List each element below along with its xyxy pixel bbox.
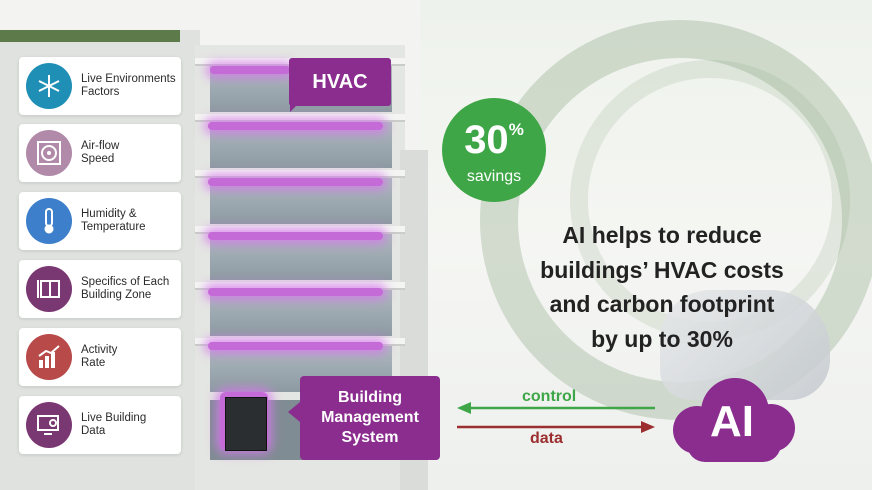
bms-tag: Building Management System [300, 376, 440, 460]
savings-value-row: 30% [442, 120, 546, 160]
window-4 [210, 234, 392, 280]
data-label: data [530, 430, 563, 447]
factor-card-environment: Live Environments Factors [19, 57, 181, 115]
savings-label: savings [466, 168, 522, 185]
factor-card-airflow: Air-flow Speed [19, 124, 181, 182]
control-label: control [522, 388, 577, 405]
factor-card-activity: Activity Rate [19, 328, 181, 386]
factor-label: Live Building Data [81, 412, 147, 437]
window-5 [210, 290, 392, 336]
headline: AI helps to reduce buildings’ HVAC costs… [540, 222, 784, 352]
hvac-tag: HVAC [289, 58, 391, 106]
hvac-duct-3 [208, 178, 383, 186]
savings-badge: 30% savings [442, 98, 546, 202]
bms-label: Building Management System [321, 389, 419, 446]
ai-cloud-icon [673, 378, 795, 462]
snowflake-sun-icon [26, 63, 72, 109]
dashboard-icon [26, 402, 72, 448]
hvac-duct-6 [208, 342, 383, 350]
thermometer-icon [26, 198, 72, 244]
floor-plan-icon [26, 266, 72, 312]
floor-2 [195, 114, 405, 122]
server-rack-icon [225, 397, 267, 451]
hvac-tag-pointer [290, 104, 298, 112]
fan-icon [26, 130, 72, 176]
hvac-duct-1 [210, 66, 290, 74]
floor-3 [195, 170, 405, 178]
factor-label: Activity Rate [81, 344, 118, 369]
savings-value: 30 [464, 118, 509, 162]
factor-label: Specifics of Each Building Zone [81, 276, 170, 301]
hvac-duct-5 [208, 288, 383, 296]
hvac-label: HVAC [312, 71, 368, 93]
bms-tag-pointer [288, 402, 300, 422]
factor-card-humidity: Humidity & Temperature [19, 192, 181, 250]
ai-label: AI [710, 397, 754, 446]
control-arrow [457, 402, 655, 414]
factor-label: Live Environments Factors [81, 73, 176, 98]
rooftop-hedge [0, 30, 180, 42]
data-arrow [457, 421, 655, 433]
hvac-duct-4 [208, 232, 383, 240]
bar-chart-icon [26, 334, 72, 380]
savings-unit: % [508, 120, 524, 139]
factor-label: Humidity & Temperature [81, 208, 146, 233]
forest-backdrop [420, 0, 872, 490]
hvac-duct-2 [208, 122, 383, 130]
factor-card-live-data: Live Building Data [19, 396, 181, 454]
factor-label: Air-flow Speed [81, 140, 120, 165]
factor-card-zones: Specifics of Each Building Zone [19, 260, 181, 318]
